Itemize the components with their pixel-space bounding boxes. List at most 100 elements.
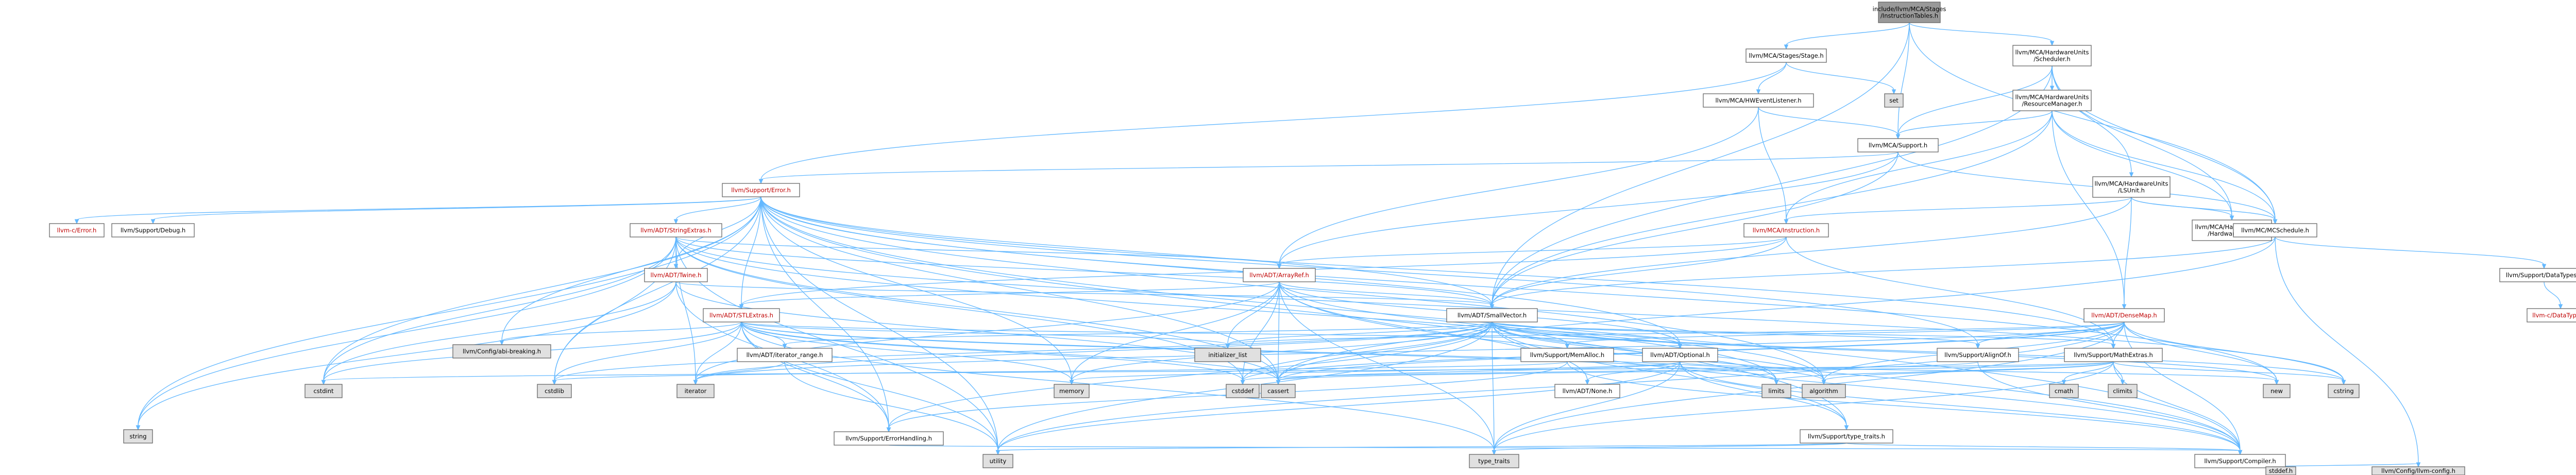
- node-supporterror[interactable]: llvm/Support/Error.h: [722, 183, 800, 197]
- node-box: [304, 384, 343, 398]
- node-label: llvm/Support/Error.h: [731, 186, 791, 194]
- node-box: [2012, 45, 2092, 66]
- node-optional[interactable]: llvm/ADT/Optional.h: [1642, 348, 1718, 362]
- node-box: [111, 223, 195, 237]
- node-box: [2012, 90, 2092, 111]
- edge-memalloc-to-cstdlib: [552, 361, 1568, 385]
- edge-supporterror-to-cerror: [74, 196, 761, 225]
- node-label: llvm/MCA/HWEventListener.h: [1715, 97, 1801, 104]
- node-box: [1937, 348, 2019, 362]
- edge-smallvector-to-errhandling: [886, 321, 1493, 433]
- node-arrayref[interactable]: llvm/ADT/ArrayRef.h: [1243, 268, 1316, 282]
- node-smallvector[interactable]: llvm/ADT/SmallVector.h: [1446, 308, 1538, 323]
- node-box: [2328, 384, 2360, 398]
- node-box: [1469, 454, 1519, 468]
- node-layer: include/llvm/MCA/Stages/InstructionTable…: [49, 2, 2576, 475]
- node-label: /Scheduler.h: [2033, 56, 2070, 63]
- node-box: [452, 344, 551, 359]
- node-label: type_traits: [1478, 457, 1510, 465]
- node-stage[interactable]: llvm/MCA/Stages/Stage.h: [1745, 48, 1827, 63]
- node-label: /LSUnit.h: [2118, 187, 2145, 194]
- node-scheduler[interactable]: llvm/MCA/HardwareUnits/Scheduler.h: [2012, 45, 2092, 66]
- edge-lsunit-to-instruction: [1784, 197, 2132, 225]
- node-errhandling[interactable]: llvm/Support/ErrorHandling.h: [834, 431, 944, 446]
- node-label: initializer_list: [1208, 351, 1247, 359]
- node-mcschedule[interactable]: llvm/MC/MCSchedule.h: [2233, 223, 2317, 237]
- node-twine[interactable]: llvm/ADT/Twine.h: [644, 268, 708, 282]
- node-configllvm: llvm/Config/llvm-config.h: [2371, 466, 2465, 475]
- edge-supporterror-to-configabi: [499, 196, 761, 346]
- node-debug[interactable]: llvm/Support/Debug.h: [111, 223, 195, 237]
- node-typetraits_llvm[interactable]: llvm/Support/type_traits.h: [1800, 429, 1893, 444]
- node-datatypes[interactable]: llvm/Support/DataTypes.h: [2499, 268, 2576, 282]
- edge-typetraits_llvm-to-utility: [995, 443, 1847, 455]
- node-label: llvm/MCA/Support.h: [1869, 142, 1927, 149]
- edge-stringextras-to-string: [135, 236, 676, 431]
- node-resmgr[interactable]: llvm/MCA/HardwareUnits/ResourceManager.h: [2012, 90, 2092, 111]
- node-utility: utility: [982, 454, 1013, 468]
- node-stlextras[interactable]: llvm/ADT/STLExtras.h: [703, 308, 780, 323]
- node-label: cstdint: [313, 387, 334, 395]
- node-label: llvm/Support/MathExtras.h: [2074, 351, 2153, 359]
- node-iterrange[interactable]: llvm/ADT/iterator_range.h: [737, 348, 833, 362]
- node-box: [1554, 384, 1620, 398]
- node-label: llvm/MCA/Stages/Stage.h: [1749, 52, 1823, 59]
- node-iterator: iterator: [676, 384, 715, 398]
- node-box: [2064, 348, 2163, 362]
- edge-supporterror-to-typetraits_llvm: [760, 196, 1849, 431]
- node-label: llvm/Support/Debug.h: [121, 227, 185, 234]
- node-box: [1226, 384, 1260, 398]
- node-compiler[interactable]: llvm/Support/Compiler.h: [2194, 454, 2286, 468]
- node-box: [1054, 384, 1090, 398]
- edge-layer: [74, 22, 2563, 468]
- edge-alignof-to-cstddef: [1240, 361, 1978, 385]
- edge-stringextras-to-iterator: [675, 236, 698, 385]
- node-cerror[interactable]: llvm-c/Error.h: [49, 223, 105, 237]
- node-instruction[interactable]: llvm/MCA/Instruction.h: [1743, 223, 1829, 237]
- edge-mcschedule-to-configllvm: [2275, 236, 2421, 468]
- node-cdatatypes[interactable]: llvm-c/DataTypes.h: [2527, 308, 2576, 323]
- node-mcasupport[interactable]: llvm/MCA/Support.h: [1857, 138, 1939, 152]
- node-label: cstdlib: [545, 387, 564, 395]
- node-densemap[interactable]: llvm/ADT/DenseMap.h: [2083, 308, 2165, 323]
- node-hwlistener[interactable]: llvm/MCA/HWEventListener.h: [1703, 93, 1814, 108]
- node-label: algorithm: [1809, 387, 1838, 395]
- node-box: [1743, 223, 1829, 237]
- node-box: [1642, 348, 1718, 362]
- node-box: [1243, 268, 1316, 282]
- node-label: llvm/Config/llvm-config.h: [2381, 467, 2455, 474]
- node-configabi: llvm/Config/abi-breaking.h: [452, 344, 551, 359]
- node-mathextras[interactable]: llvm/Support/MathExtras.h: [2064, 348, 2163, 362]
- node-box: [1446, 308, 1538, 323]
- node-alignof[interactable]: llvm/Support/AlignOf.h: [1937, 348, 2019, 362]
- node-box: [1703, 93, 1814, 108]
- node-cmath: cmath: [2049, 384, 2079, 398]
- node-box: [2371, 466, 2465, 475]
- node-label: /ResourceManager.h: [2022, 100, 2082, 108]
- node-box: [703, 308, 780, 323]
- node-box: [630, 223, 722, 237]
- edge-supporterror-to-errhandling: [760, 196, 891, 433]
- edge-optional-to-new: [1680, 361, 2279, 385]
- edge-resmgr-to-mcschedule: [2052, 110, 2278, 225]
- edge-supporterror-to-stringextras: [673, 196, 761, 225]
- edge-mathextras-to-cstring: [2113, 361, 2346, 385]
- node-box: [676, 384, 715, 398]
- edge-supporterror-to-compiler: [760, 196, 2243, 455]
- node-root[interactable]: include/llvm/MCA/Stages/InstructionTable…: [1873, 2, 1946, 23]
- node-stddef: stddef.h: [2265, 466, 2296, 475]
- node-none[interactable]: llvm/ADT/None.h: [1554, 384, 1620, 398]
- node-label: llvm/ADT/ArrayRef.h: [1249, 272, 1309, 279]
- node-label: llvm/Support/ErrorHandling.h: [845, 435, 932, 442]
- node-box: [2527, 308, 2576, 323]
- node-label: climits: [2113, 387, 2132, 395]
- node-label: cstring: [2333, 387, 2353, 395]
- node-stringextras[interactable]: llvm/ADT/StringExtras.h: [630, 223, 722, 237]
- node-box: [2233, 223, 2317, 237]
- node-label: utility: [990, 457, 1007, 465]
- node-lsunit[interactable]: llvm/MCA/HardwareUnits/LSUnit.h: [2092, 176, 2171, 198]
- node-box: [982, 454, 1013, 468]
- node-memalloc[interactable]: llvm/Support/MemAlloc.h: [1520, 348, 1614, 362]
- node-box: [1884, 93, 1904, 108]
- node-initlist: initializer_list: [1194, 348, 1261, 362]
